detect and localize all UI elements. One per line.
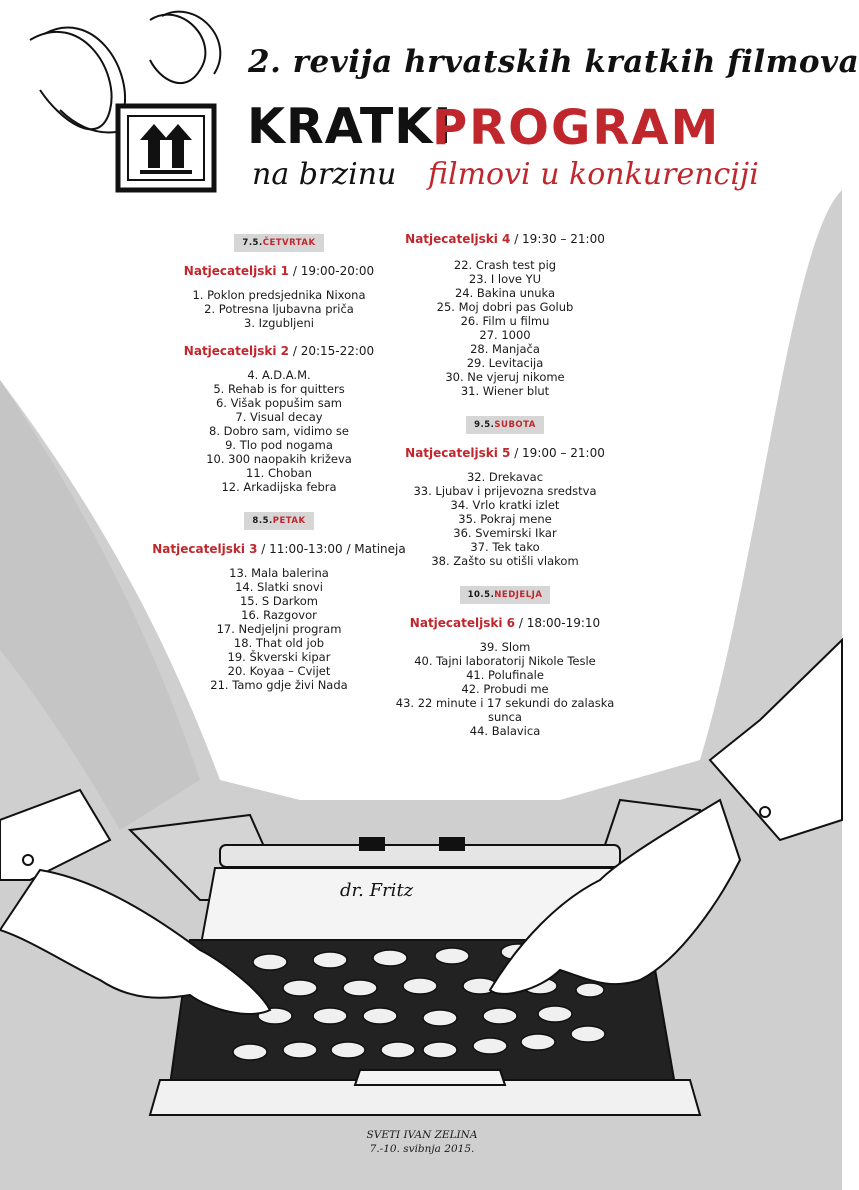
- title-program: PROGRAM: [432, 100, 721, 156]
- film-item: 5. Rehab is for quitters: [213, 382, 345, 396]
- left-hand: [0, 788, 272, 1016]
- typewriter-brand-label: dr. Fritz: [340, 880, 414, 901]
- film-item: 6. Višak popušim sam: [215, 396, 342, 410]
- film-item: 27. 1000: [479, 328, 531, 342]
- film-item: 13. Mala balerina: [229, 566, 329, 580]
- block-title-3: Natjecateljski 3 / 11:00-13:00 / Matinej…: [152, 542, 406, 556]
- film-item: 42. Probudi me: [461, 682, 549, 696]
- film-item: 7. Visual decay: [235, 410, 323, 424]
- block-title-1: Natjecateljski 1 / 19:00-20:00: [183, 264, 375, 278]
- film-item: 26. Film u filmu: [460, 314, 550, 328]
- schedule-right-column: Natjecateljski 4 / 19:30 – 21:00 22. Cra…: [380, 232, 630, 738]
- block-title-6: Natjecateljski 6 / 18:00-19:10: [409, 616, 601, 630]
- film-item: 24. Bakina unuka: [454, 286, 556, 300]
- film-item: 11. Choban: [246, 466, 312, 480]
- film-item: 30. Ne vjeruj nikome: [445, 370, 565, 384]
- film-item: 3. Izgubljeni: [244, 316, 314, 330]
- film-item: 38. Zašto su otišli vlakom: [431, 554, 579, 568]
- film-item: 36. Svemirski Ikar: [453, 526, 557, 540]
- day-badge-subota: 9.5.SUBOTA: [466, 416, 544, 434]
- block-title-2: Natjecateljski 2 / 20:15-22:00: [183, 344, 375, 358]
- footer-dates: 7.-10. svibnja 2015.: [369, 1143, 475, 1155]
- film-strip-icon: [29, 10, 222, 134]
- left-sleeve-shadow: [0, 380, 200, 830]
- footer-location: SVETI IVAN ZELINA: [366, 1129, 478, 1141]
- film-item: 22. Crash test pig: [453, 258, 557, 272]
- film-item: 21. Tamo gdje živi Nada: [210, 678, 348, 692]
- film-item: 39. Slom: [479, 640, 531, 654]
- block-title-4: Natjecateljski 4 / 19:30 – 21:00: [405, 232, 605, 246]
- subtitle-na-bezinu: na brzinu: [252, 157, 397, 192]
- title-kratki: KRATKI: [247, 98, 453, 155]
- day-badge-nedjelja: 10.5.NEDJELJA: [459, 586, 551, 604]
- film-item: 44. Balavica: [469, 724, 541, 738]
- footer-location-date: SVETI IVAN ZELINA 7.-10. svibnja 2015.: [352, 1128, 492, 1156]
- film-item: 29. Levitacija: [466, 356, 544, 370]
- film-item: 25. Moj dobri pas Golub: [436, 300, 574, 314]
- film-item: 12. Arkadijska febra: [221, 480, 337, 494]
- right-hand: [488, 637, 843, 995]
- film-item: 14. Slatki snovi: [235, 580, 323, 594]
- this-side-up-box-icon: [115, 103, 217, 193]
- film-item: 2. Potresna ljubavna priča: [204, 302, 354, 316]
- film-item: 43. 22 minute i 17 sekundi do zalaska su…: [395, 696, 615, 724]
- film-item: 18. That old job: [233, 636, 325, 650]
- schedule-left-column: 7.5.ČETVRTAK Natjecateljski 1 / 19:00-20…: [152, 234, 406, 692]
- festival-title: 2. revija hrvatskih kratkih filmova: [248, 44, 859, 80]
- film-item: 35. Pokraj mene: [458, 512, 552, 526]
- film-item: 15. S Darkom: [239, 594, 319, 608]
- film-item: 34. Vrlo kratki izlet: [450, 498, 560, 512]
- film-item: 41. Polufinale: [466, 668, 544, 682]
- film-item: 23. I love YU: [468, 272, 542, 286]
- film-item: 28. Manjača: [470, 342, 540, 356]
- film-item: 17. Nedjeljni program: [216, 622, 342, 636]
- film-item: 16. Razgovor: [241, 608, 317, 622]
- film-item: 8. Dobro sam, vidimo se: [209, 424, 349, 438]
- film-item: 33. Ljubav i prijevozna sredstva: [413, 484, 597, 498]
- day-badge-cetvrtak: 7.5.ČETVRTAK: [234, 234, 324, 252]
- film-item: 4. A.D.A.M.: [247, 368, 311, 382]
- subtitle-filmovi-u-konkurenciji: filmovi u konkurenciji: [428, 157, 759, 192]
- film-item: 40. Tajni laboratorij Nikole Tesle: [414, 654, 596, 668]
- film-item: 20. Koyaa – Cvijet: [227, 664, 331, 678]
- film-item: 32. Drekavac: [466, 470, 544, 484]
- film-item: 10. 300 naopakih križeva: [206, 452, 352, 466]
- film-item: 37. Tek tako: [470, 540, 540, 554]
- film-item: 19. Škverski kipar: [227, 650, 331, 664]
- film-item: 31. Wiener blut: [460, 384, 550, 398]
- block-title-5: Natjecateljski 5 / 19:00 – 21:00: [405, 446, 605, 460]
- film-item: 1. Poklon predsjednika Nixona: [192, 288, 366, 302]
- film-item: 9. Tlo pod nogama: [225, 438, 333, 452]
- day-badge-petak: 8.5.PETAK: [244, 512, 314, 530]
